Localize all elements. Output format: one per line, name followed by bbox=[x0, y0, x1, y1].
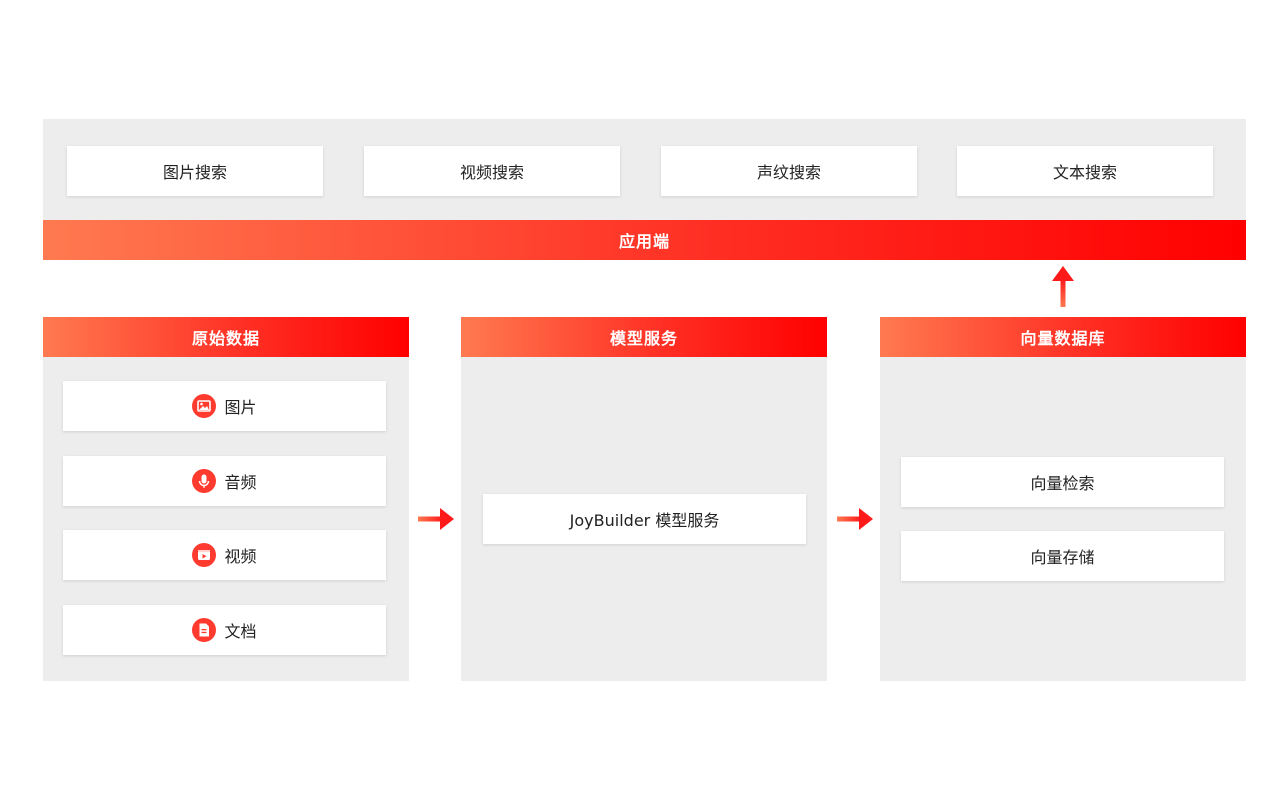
joybuilder-model-label: JoyBuilder 模型服务 bbox=[569, 511, 720, 530]
vector-retrieval-card[interactable]: 向量检索 bbox=[901, 457, 1224, 507]
text-search-label: 文本搜索 bbox=[1052, 163, 1117, 182]
vector-db-header: 向量数据库 bbox=[880, 317, 1246, 357]
document-icon bbox=[192, 618, 217, 642]
vector-storage-card[interactable]: 向量存储 bbox=[901, 531, 1224, 581]
model-service-title: 模型服务 bbox=[609, 329, 678, 348]
raw-data-title: 原始数据 bbox=[191, 329, 260, 348]
application-bar-title: 应用端 bbox=[618, 232, 670, 251]
video-search-label: 视频搜索 bbox=[459, 163, 524, 182]
video-search-card[interactable]: 视频搜索 bbox=[364, 146, 620, 196]
right-arrow-icon bbox=[837, 508, 873, 530]
right-arrow-icon bbox=[418, 508, 454, 530]
raw-item-audio-label: 音频 bbox=[224, 473, 257, 492]
voiceprint-search-label: 声纹搜索 bbox=[756, 163, 821, 182]
raw-item-video-label: 视频 bbox=[224, 547, 257, 566]
vector-storage-label: 向量存储 bbox=[1030, 548, 1095, 567]
vector-db-title: 向量数据库 bbox=[1020, 329, 1106, 348]
raw-item-document-label: 文档 bbox=[224, 622, 257, 641]
raw-item-image-label: 图片 bbox=[224, 398, 257, 417]
image-search-card[interactable]: 图片搜索 bbox=[67, 146, 323, 196]
raw-item-image[interactable]: 图片 bbox=[63, 381, 386, 431]
joybuilder-model-card[interactable]: JoyBuilder 模型服务 bbox=[483, 494, 806, 544]
microphone-icon bbox=[192, 469, 217, 493]
application-bar: 应用端 bbox=[43, 220, 1246, 260]
text-search-card[interactable]: 文本搜索 bbox=[957, 146, 1213, 196]
model-service-header: 模型服务 bbox=[461, 317, 827, 357]
image-search-label: 图片搜索 bbox=[162, 163, 227, 182]
raw-data-header: 原始数据 bbox=[43, 317, 409, 357]
video-icon bbox=[192, 543, 217, 567]
voiceprint-search-card[interactable]: 声纹搜索 bbox=[661, 146, 917, 196]
raw-item-video[interactable]: 视频 bbox=[63, 530, 386, 580]
raw-item-audio[interactable]: 音频 bbox=[63, 456, 386, 506]
up-arrow-icon bbox=[1052, 266, 1074, 307]
raw-item-document[interactable]: 文档 bbox=[63, 605, 386, 655]
vector-retrieval-label: 向量检索 bbox=[1030, 474, 1095, 493]
image-icon bbox=[192, 394, 217, 418]
